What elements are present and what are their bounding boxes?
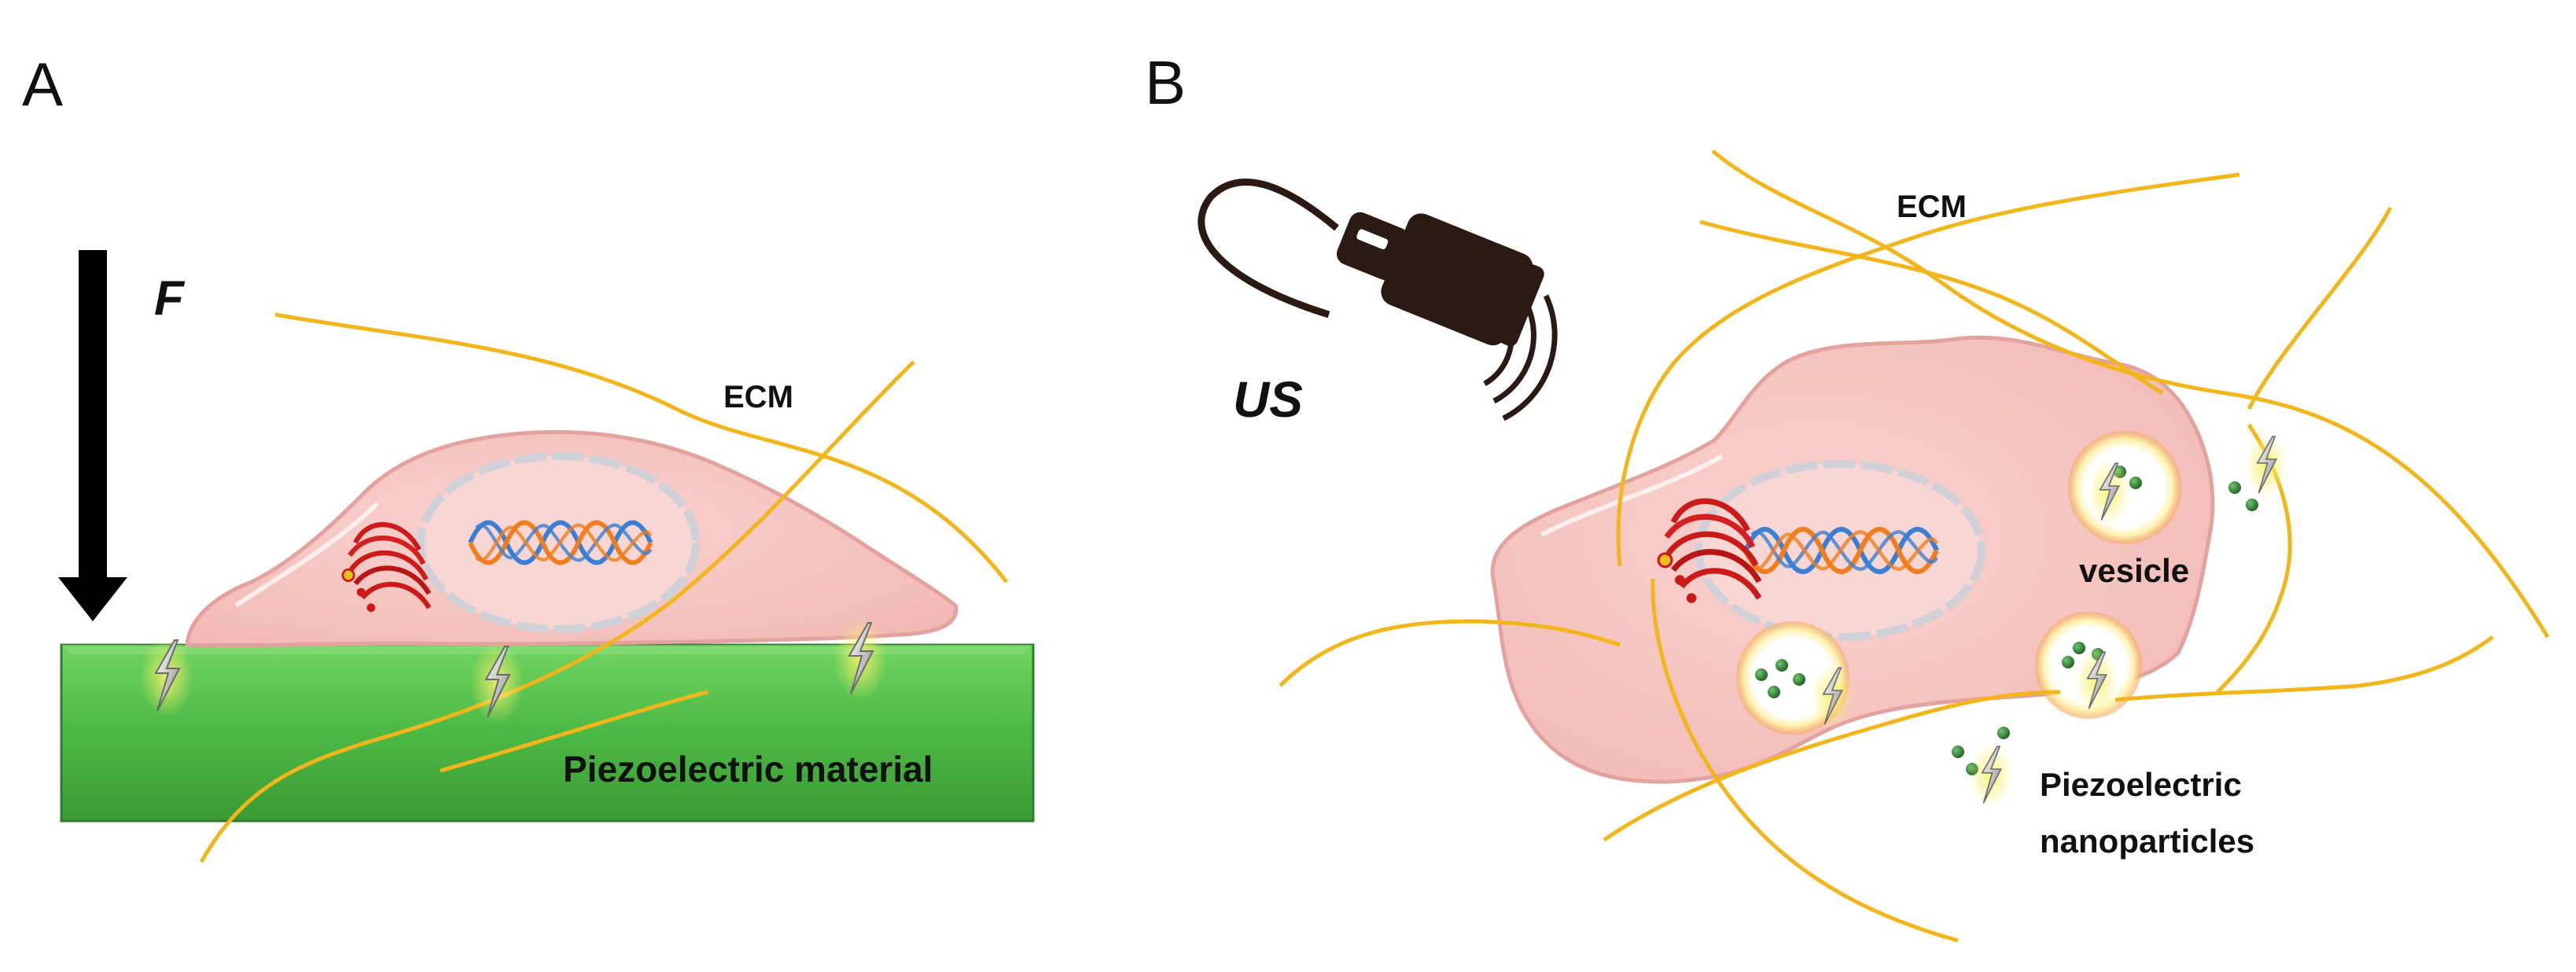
nanoparticles-label-line2: nanoparticles: [2040, 823, 2254, 860]
cell-a: [185, 429, 959, 648]
ultrasound-label: US: [1233, 371, 1303, 428]
ultrasound-probe-icon: [1198, 178, 1558, 422]
panel-b: B US: [1145, 48, 2550, 943]
cell-b: [1490, 335, 2215, 784]
lightning-bolt-icon: [1969, 742, 2013, 809]
vesicle: [1736, 621, 1854, 735]
lightning-bolt-icon: [2244, 432, 2288, 499]
nanoparticle-cluster: [1952, 727, 2013, 809]
force-label: F: [154, 271, 186, 326]
substrate-label: Piezoelectric material: [563, 749, 933, 790]
nanoparticle-cluster: [2228, 432, 2288, 511]
panel-a-letter: A: [22, 50, 63, 119]
panel-b-letter: B: [1145, 48, 1186, 117]
ecm-fibers-a: [199, 312, 1008, 863]
lightning-bolt-icon: [469, 641, 524, 724]
ecm-label-b: ECM: [1897, 190, 1967, 224]
lightning-bolt-icon: [833, 617, 888, 701]
ecm-label-a: ECM: [723, 380, 793, 414]
vesicle: [2035, 612, 2142, 719]
nanoparticles-label-line1: Piezoelectric: [2040, 766, 2242, 803]
vesicle: [2068, 431, 2181, 544]
nanoparticles-label: Piezoelectric nanoparticles: [2040, 766, 2254, 860]
piezoelectric-substrate: [60, 643, 1035, 823]
lightning-bolt-icon: [139, 635, 194, 718]
vesicle-label: vesicle: [2079, 552, 2189, 589]
force-arrow: [58, 250, 127, 621]
panel-a: A F: [22, 50, 1035, 863]
